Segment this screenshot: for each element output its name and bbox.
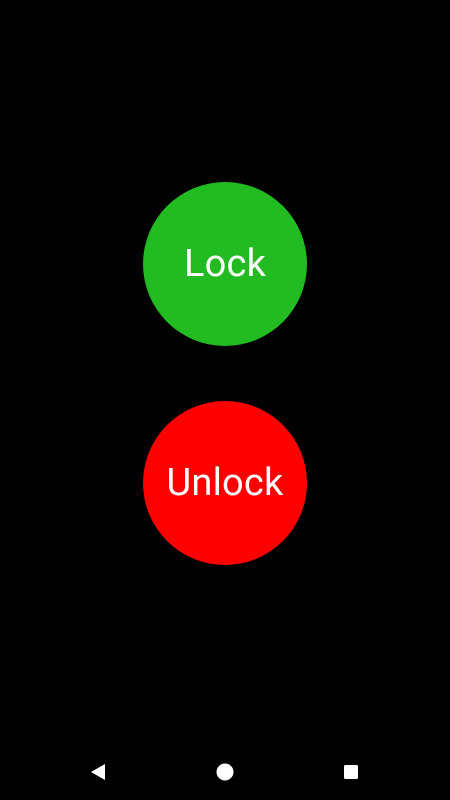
home-circle-icon (216, 763, 234, 781)
back-triangle-icon (91, 764, 105, 780)
recents-button[interactable] (323, 744, 379, 800)
recents-square-icon (344, 765, 358, 779)
back-button[interactable] (70, 744, 126, 800)
unlock-button-label: Unlock (166, 461, 284, 505)
lock-button[interactable]: Lock (143, 182, 307, 346)
home-button[interactable] (197, 744, 253, 800)
system-navigation-bar (0, 744, 450, 800)
unlock-button[interactable]: Unlock (143, 401, 307, 565)
lock-button-label: Lock (183, 242, 267, 286)
